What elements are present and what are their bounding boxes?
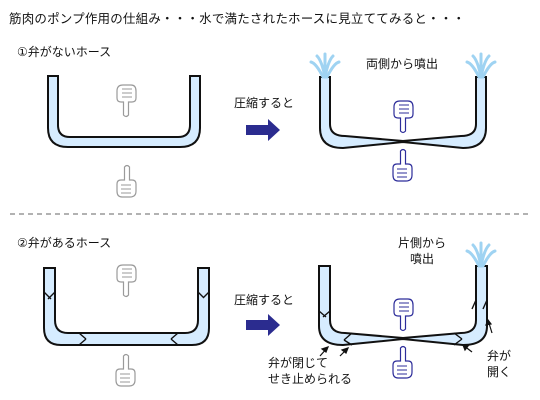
pointing-hand-icon-top-idle: [116, 84, 137, 118]
pointing-hand-icon-top-idle-2: [116, 264, 137, 298]
valve-open-line2: 開く: [486, 365, 511, 379]
water-spray-icon-right: [465, 52, 497, 79]
compress-label-1: 圧縮すると: [234, 96, 295, 110]
hose-no-valve: [47, 75, 201, 148]
hose-compressed-no-valve: [319, 76, 487, 150]
valve-closed-line2: せき止められる: [268, 372, 353, 386]
hose-compressed-with-valve: [318, 265, 488, 347]
right-arrow-icon-2: [246, 314, 280, 336]
right-arrow-icon-1: [246, 119, 280, 141]
valve-closed-label: 弁が閉じて せき止められる: [268, 355, 352, 387]
pointing-hand-icon-top-active: [393, 100, 414, 134]
valve-open-label: 弁が 開く: [484, 348, 514, 380]
pointing-hand-icon-bottom-idle-2: [115, 353, 136, 387]
pointing-hand-icon-top-active-2: [393, 298, 414, 332]
valve-flap-icon-group-1: [43, 291, 210, 346]
water-spray-icon-left: [309, 52, 341, 79]
section-heading-no-valve: ①弁がないホース: [17, 45, 112, 59]
compress-label-2: 圧縮すると: [234, 293, 295, 307]
spray-one-side-line2: 噴出: [409, 252, 434, 266]
annotation-arrows: [319, 318, 493, 357]
spray-one-side-label: 片側から 噴出: [396, 235, 448, 267]
valve-flap-icon-group-2: [318, 299, 488, 346]
spray-both-label: 両側から噴出: [366, 57, 439, 71]
pointing-hand-icon-bottom-active-2: [392, 345, 413, 379]
water-spray-icon-one-side: [465, 241, 497, 268]
valve-open-line1: 弁が: [486, 349, 511, 363]
page-title: 筋肉のポンプ作用の仕組み・・・水で満たされたホースに見立ててみると・・・: [9, 11, 466, 26]
pointing-hand-icon-bottom-idle: [116, 164, 137, 198]
pointing-hand-icon-bottom-active: [392, 148, 413, 182]
hose-with-valve: [43, 267, 210, 346]
section-heading-with-valve: ②弁があるホース: [17, 236, 112, 250]
valve-closed-line1: 弁が閉じて: [268, 356, 329, 370]
spray-one-side-line1: 片側から: [397, 236, 446, 250]
